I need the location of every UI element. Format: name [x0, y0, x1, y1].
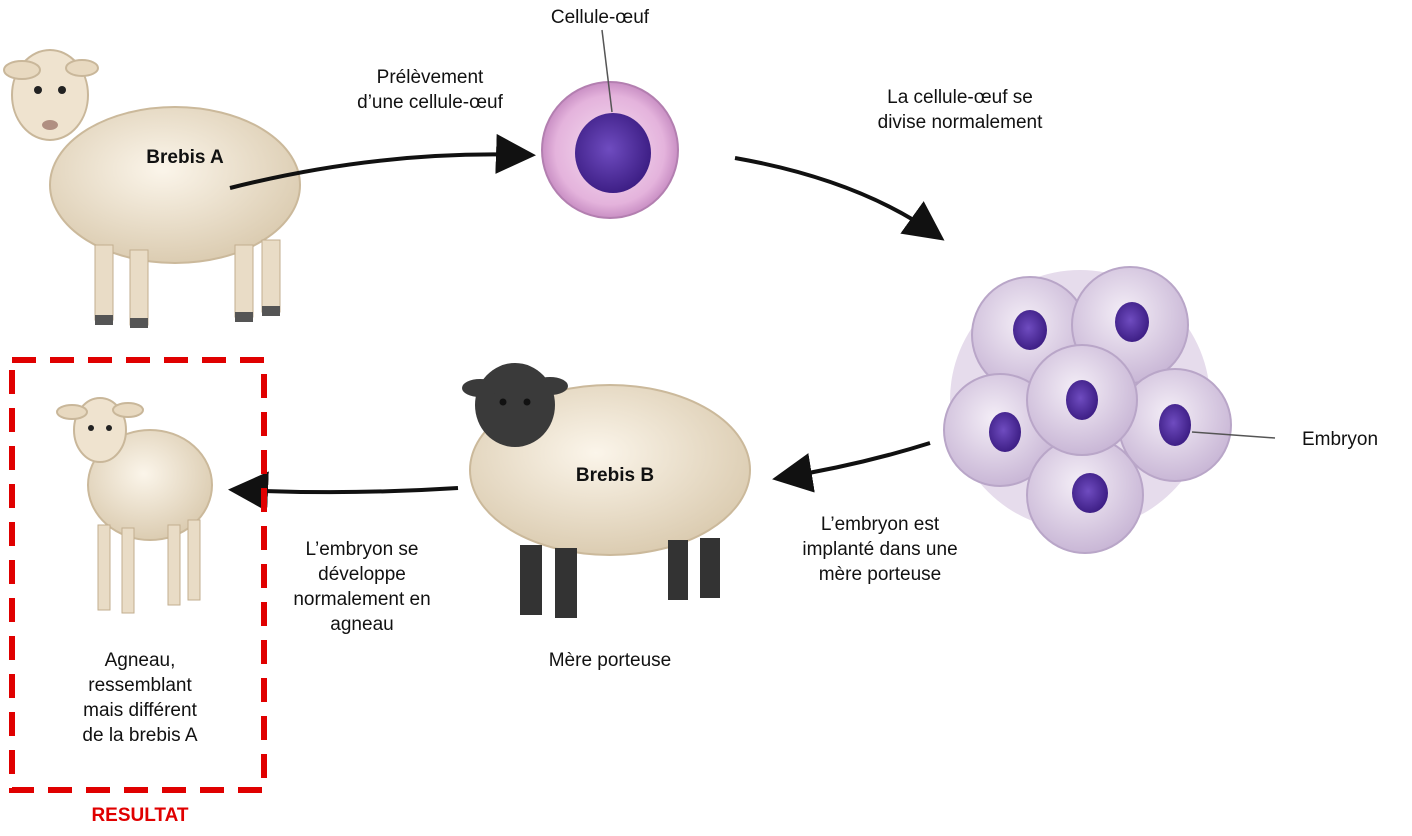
ewe-a-illustration — [4, 50, 300, 328]
divides-line-2: divise normalement — [840, 110, 1080, 135]
ewe-a-label: Brebis A — [125, 145, 245, 170]
divides-line-1: La cellule-œuf se — [840, 85, 1080, 110]
implanted-line-1: L’embryon est — [760, 512, 1000, 537]
develops-line-1: L’embryon se — [262, 537, 462, 562]
arrow-ewe-b-to-lamb — [236, 488, 458, 492]
embryo-label: Embryon — [1280, 427, 1400, 452]
implanted-label: L’embryon est implanté dans une mère por… — [760, 512, 1000, 587]
egg-cell-label: Cellule-œuf — [520, 5, 680, 30]
implanted-line-2: implanté dans une — [760, 537, 1000, 562]
egg-cell-illustration — [542, 30, 678, 218]
ewe-b-illustration — [462, 363, 750, 618]
develops-line-4: agneau — [262, 612, 462, 637]
lamb-line-4: de la brebis A — [30, 723, 250, 748]
arrow-embryo-to-ewe-b — [780, 443, 930, 478]
lamb-line-1: Agneau, — [30, 648, 250, 673]
ewe-b-label: Brebis B — [555, 463, 675, 488]
implanted-line-3: mère porteuse — [760, 562, 1000, 587]
divides-label: La cellule-œuf se divise normalement — [840, 85, 1080, 135]
result-label: RESULTAT — [60, 803, 220, 828]
develops-label: L’embryon se développe normalement en ag… — [262, 537, 462, 637]
lamb-line-2: ressemblant — [30, 673, 250, 698]
develops-line-2: développe — [262, 562, 462, 587]
lamb-line-3: mais différent — [30, 698, 250, 723]
lamb-label: Agneau, ressemblant mais différent de la… — [30, 648, 250, 748]
embryo-illustration — [944, 267, 1275, 553]
sampling-line-2: d’une cellule-œuf — [315, 90, 545, 115]
sampling-line-1: Prélèvement — [315, 65, 545, 90]
lamb-illustration — [57, 398, 212, 613]
sampling-label: Prélèvement d’une cellule-œuf — [315, 65, 545, 115]
develops-line-3: normalement en — [262, 587, 462, 612]
arrow-cell-to-embryo — [735, 158, 938, 236]
surrogate-label: Mère porteuse — [510, 648, 710, 673]
